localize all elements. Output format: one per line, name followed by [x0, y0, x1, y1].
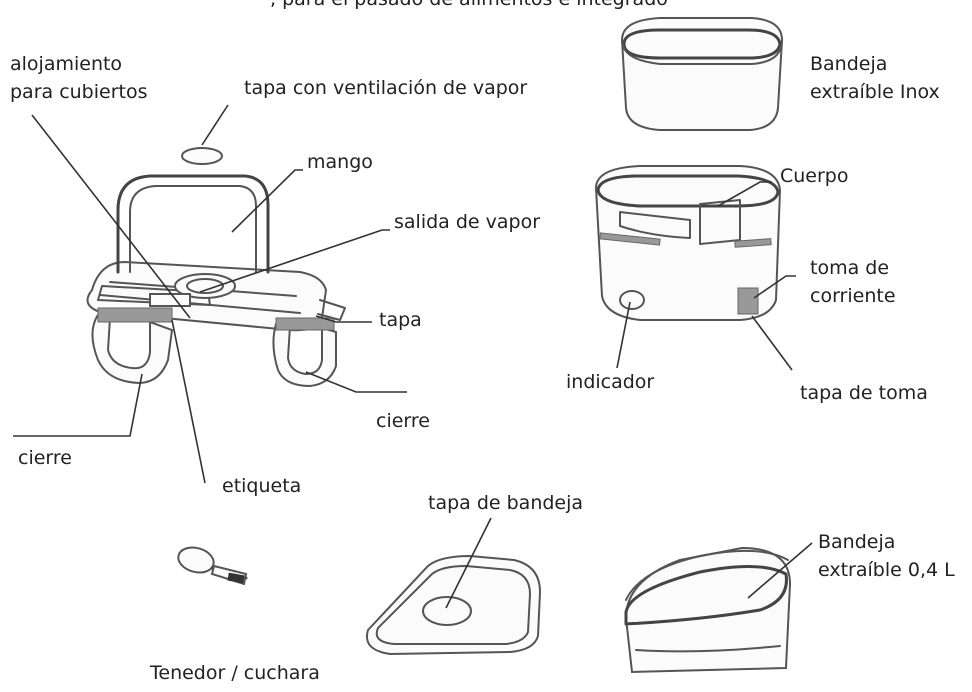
- label-bandeja-04-line2: extraíble 0,4 L: [818, 559, 955, 581]
- label-toma-line1: toma de: [810, 257, 890, 279]
- inox-tray-illustration: [620, 17, 784, 131]
- label-indicador: indicador: [566, 371, 655, 393]
- cropped-header-text: , para el pasado de alimentos e integrad…: [270, 0, 668, 10]
- body-illustration: [594, 165, 782, 321]
- label-toma-line2: corriente: [810, 285, 896, 307]
- label-etiqueta: etiqueta: [222, 475, 302, 497]
- label-cuerpo: Cuerpo: [780, 165, 849, 187]
- label-tapa-ventilacion: tapa con ventilación de vapor: [244, 77, 528, 99]
- label-mango: mango: [307, 151, 373, 173]
- label-bandeja-inox-line2: extraíble Inox: [810, 81, 940, 103]
- label-tapa-toma: tapa de toma: [800, 382, 928, 404]
- lunchbox-main-illustration: [86, 174, 346, 388]
- label-salida-vapor: salida de vapor: [394, 211, 541, 233]
- label-bandeja-inox-line1: Bandeja: [810, 53, 888, 75]
- label-cierre-right: cierre: [376, 410, 430, 432]
- label-alojamiento-line1: alojamiento: [10, 53, 123, 75]
- label-tapa: tapa: [379, 309, 422, 331]
- label-tenedor-cuchara: Tenedor / cuchara: [150, 662, 320, 684]
- label-alojamiento-line2: para cubiertos: [10, 81, 148, 103]
- label-tapa-bandeja: tapa de bandeja: [428, 492, 584, 514]
- tray-lid-illustration: [366, 554, 542, 656]
- label-cierre-left: cierre: [18, 447, 72, 469]
- tray-04l-illustration: [624, 546, 792, 674]
- leader-lines: [13, 104, 813, 609]
- label-bandeja-04-line1: Bandeja: [818, 531, 896, 553]
- spoon-illustration: [177, 546, 248, 586]
- vent-cap-illustration: [181, 147, 223, 165]
